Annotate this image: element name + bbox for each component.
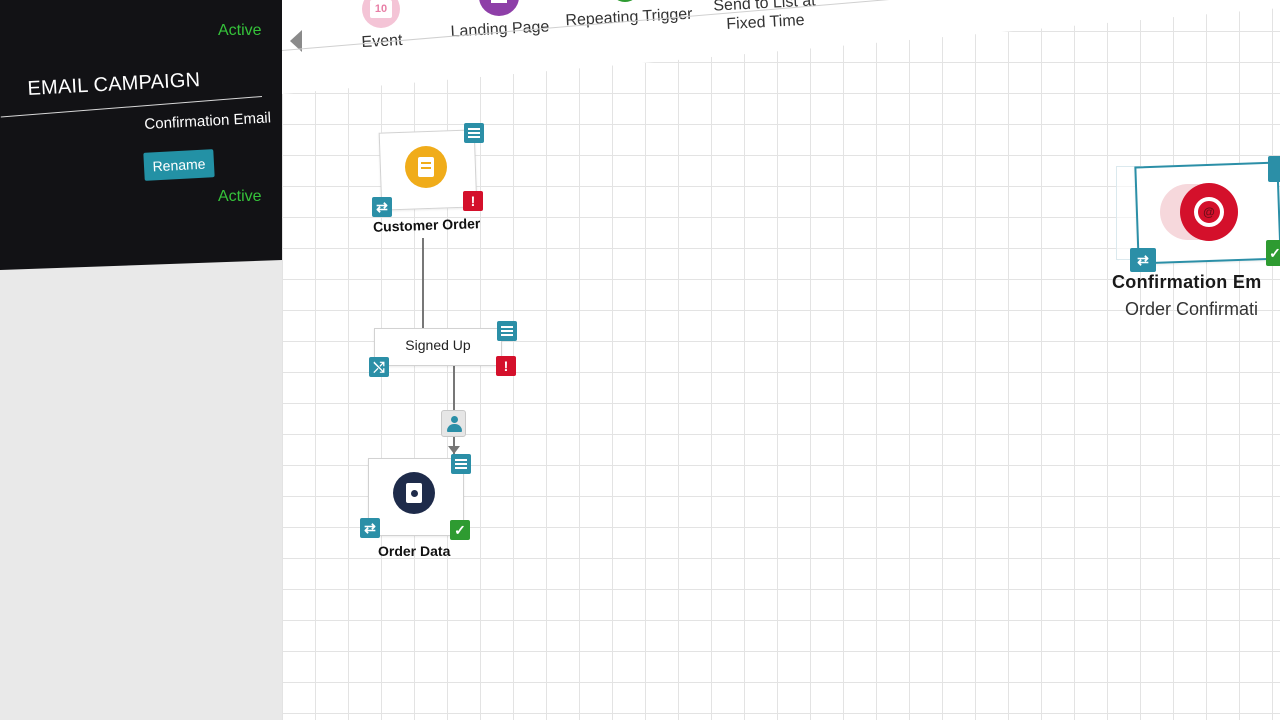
check-icon[interactable]: ✓ (1266, 240, 1280, 266)
check-icon[interactable]: ✓ (450, 520, 470, 540)
error-icon[interactable]: ! (463, 191, 483, 211)
node-order-data-label: Order Data (378, 543, 451, 559)
toolbar-scroll-left-icon[interactable] (290, 30, 302, 52)
node-menu-icon[interactable] (451, 454, 471, 474)
node-menu-icon[interactable] (464, 123, 484, 143)
status-active-top: Active (218, 22, 262, 39)
node-link-icon[interactable]: ⇄ (372, 197, 392, 217)
repeat-icon[interactable] (610, 0, 640, 2)
connector-order-to-signup (422, 238, 424, 328)
contact-book-icon (393, 472, 435, 514)
landing-page-icon[interactable] (479, 0, 519, 16)
contact-step-marker[interactable] (441, 410, 466, 437)
error-icon[interactable]: ! (496, 356, 516, 376)
status-active-bottom: Active (218, 188, 262, 205)
node-link-icon[interactable]: ⇄ (1130, 248, 1156, 272)
connector-arrowhead (448, 446, 460, 454)
node-link-icon[interactable]: ⇄ (360, 518, 380, 538)
node-confirmation-email-label: Confirmation Em (1112, 272, 1262, 292)
order-form-icon (405, 146, 447, 188)
node-confirmation-email-sublabel: Order Confirmati (1125, 299, 1259, 319)
node-menu-icon[interactable] (1268, 156, 1280, 182)
sidebar-panel (0, 0, 282, 270)
node-signed-up-label: Signed Up (405, 337, 471, 353)
split-icon[interactable]: ⤭ (369, 357, 389, 377)
node-menu-icon[interactable] (497, 321, 517, 341)
person-icon (446, 415, 462, 432)
email-icon: @ (1180, 183, 1238, 241)
rename-button[interactable]: Rename (143, 149, 215, 181)
calendar-day: 10 (370, 0, 392, 18)
node-signed-up[interactable] (374, 328, 502, 366)
